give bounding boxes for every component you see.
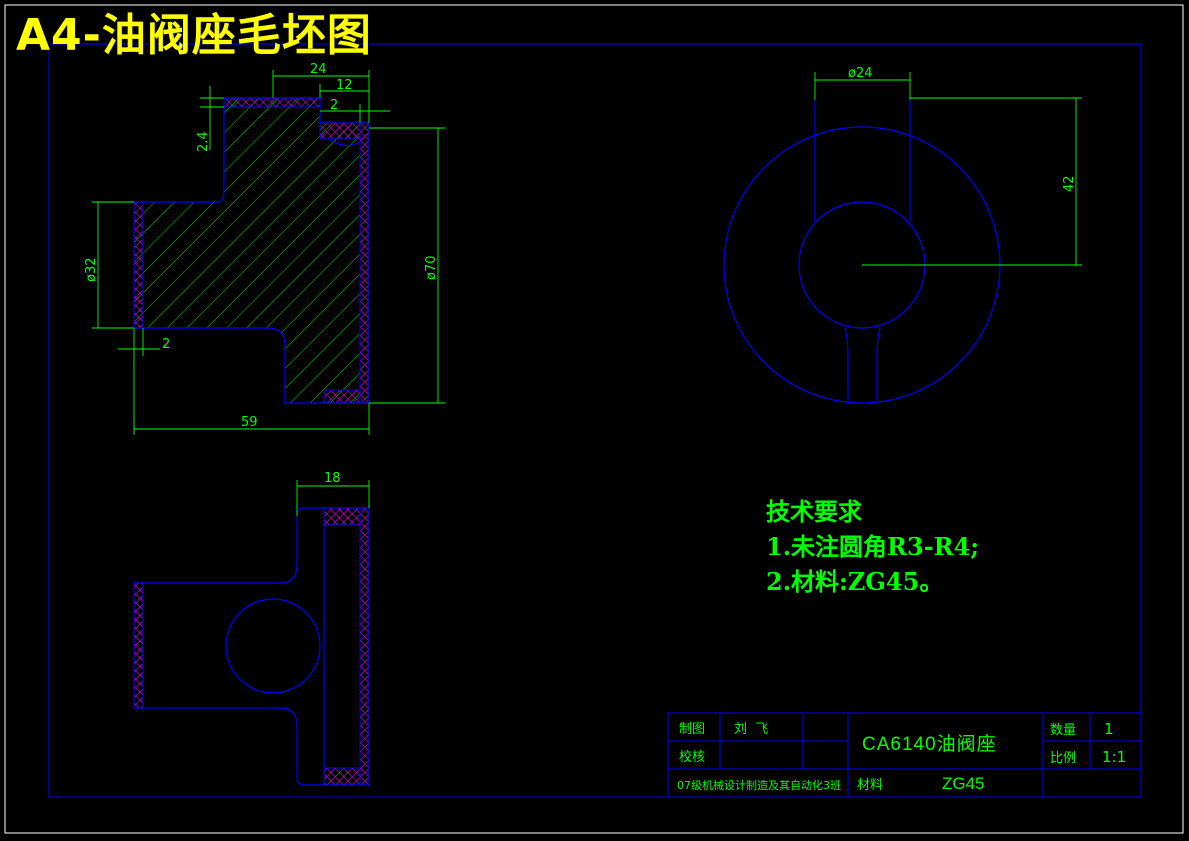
allowance-top	[223, 97, 321, 108]
dim-59: 59	[241, 415, 258, 430]
allowance-bottom	[323, 389, 361, 404]
front-dimension-labels: 24 12 2 2.4 ø32 ø70 2 59	[84, 62, 439, 430]
top-allowance-bottom	[323, 767, 361, 786]
allowance-right	[359, 122, 370, 404]
tb-qty-value: 1	[1104, 720, 1114, 738]
front-section-hatch	[134, 98, 360, 403]
dim-2-top: 2	[330, 98, 338, 113]
dim-12: 12	[336, 78, 353, 93]
top-allowance-left	[133, 582, 144, 709]
top-allowance-top	[323, 507, 361, 526]
right-dimensions	[814, 72, 1082, 266]
dim-24-top: 24	[310, 62, 327, 77]
tb-scale-label: 比例	[1050, 751, 1076, 766]
top-view-outline	[133, 507, 370, 786]
top-dimensions	[296, 480, 370, 516]
dim-2-4: 2.4	[196, 131, 211, 152]
page-title: A4-油阀座毛坯图	[16, 10, 372, 61]
top-view-circle	[225, 598, 321, 694]
right-view	[723, 100, 1001, 404]
tb-class-info: 07级机械设计制造及其自动化3班	[677, 778, 841, 792]
dim-phi70: ø70	[424, 256, 439, 281]
top-allowance-right	[359, 507, 370, 786]
front-section-view	[133, 97, 370, 404]
tb-qty-label: 数量	[1050, 723, 1076, 738]
tech-item-1: 1.未注圆角R3-R4;	[766, 532, 980, 561]
tb-part-name: CA6140油阀座	[862, 733, 997, 755]
front-outline	[133, 97, 370, 404]
dim-phi24-right: ø24	[848, 66, 873, 81]
dim-phi32: ø32	[84, 258, 99, 283]
tech-item-2: 2.材料:ZG45。	[766, 567, 944, 596]
front-dimensions	[92, 70, 445, 435]
tb-drawn-name: 刘 飞	[734, 722, 768, 737]
tb-drawn-label: 制图	[679, 722, 705, 737]
tb-material-value: ZG45	[942, 774, 985, 793]
tb-material-label: 材料	[857, 778, 883, 793]
inner-bore-line	[328, 138, 361, 146]
top-view	[133, 507, 370, 786]
dim-42: 42	[1062, 175, 1077, 192]
rib-right	[876, 327, 881, 401]
inner-frame	[48, 43, 1142, 798]
allowance-left	[133, 201, 144, 329]
dim-2-left: 2	[162, 337, 170, 352]
outer-frame	[4, 4, 1184, 834]
dim-18: 18	[324, 471, 341, 486]
tech-requirements: 技术要求 1.未注圆角R3-R4; 2.材料:ZG45。	[766, 494, 979, 599]
tb-checked-label: 校核	[679, 749, 705, 765]
allowance-step	[319, 122, 361, 140]
title-block: 制图 刘 飞 校核 07级机械设计制造及其自动化3班 CA6140油阀座 数量 …	[667, 712, 1142, 798]
tech-heading: 技术要求	[766, 497, 862, 526]
rib-left	[844, 327, 849, 401]
tb-scale-value: 1:1	[1102, 748, 1126, 766]
